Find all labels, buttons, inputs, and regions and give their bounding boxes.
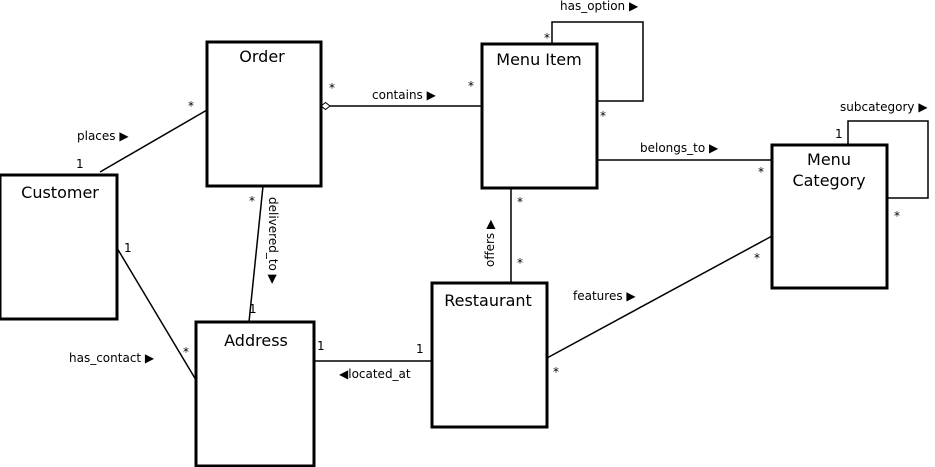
subcategory-mult-one: 1: [835, 127, 843, 141]
places-edge: [99, 109, 208, 173]
entity-customer[interactable]: Customer: [0, 173, 119, 321]
has-option-mult-top: *: [544, 31, 550, 45]
has-option-mult-right: *: [600, 109, 606, 123]
features-label: features ▶: [573, 289, 636, 303]
entity-restaurant-title: Restaurant: [444, 291, 532, 310]
located-at-mult-restaurant: 1: [416, 342, 424, 356]
contains-label: contains ▶: [372, 88, 437, 102]
located-at-label: ◀located_at: [339, 367, 411, 381]
subcategory-label: subcategory ▶: [840, 100, 928, 114]
offers-mult-menu-item: *: [517, 195, 523, 209]
features-mult-restaurant: *: [553, 365, 559, 379]
delivered-to-mult-address: 1: [249, 302, 257, 316]
has-contact-label: has_contact ▶: [69, 351, 155, 365]
entity-menu-category[interactable]: Menu Category: [770, 143, 889, 290]
subcategory-edge: [847, 120, 929, 199]
delivered-to-mult-order: *: [249, 194, 255, 208]
entity-order[interactable]: Order: [205, 40, 323, 188]
offers-label: offers ▶: [483, 219, 497, 267]
belongs-to-mult-category: *: [758, 165, 764, 179]
entity-restaurant[interactable]: Restaurant: [430, 281, 549, 429]
places-mult-order: *: [188, 99, 194, 113]
features-mult-category: *: [754, 251, 760, 265]
entity-order-title: Order: [239, 47, 285, 66]
features-edge: [546, 235, 773, 359]
contains-mult-menu-item: *: [468, 79, 474, 93]
entity-menu-category-title-line2: Category: [792, 171, 865, 190]
delivered-to-edge: [248, 185, 264, 323]
aggregation-diamond: [320, 101, 331, 111]
entity-menu-item-title: Menu Item: [496, 50, 581, 69]
entity-customer-title: Customer: [21, 183, 99, 202]
has-contact-mult-customer: 1: [124, 241, 132, 255]
delivered-to-label: delivered_to ▶: [266, 197, 280, 285]
entity-address[interactable]: Address: [194, 320, 316, 467]
offers-mult-restaurant: *: [517, 256, 523, 270]
places-mult-customer: 1: [76, 157, 84, 171]
has-contact-mult-address: *: [183, 345, 189, 359]
entity-address-title: Address: [224, 331, 288, 350]
subcategory-mult-many: *: [894, 209, 900, 223]
has-contact-edge: [116, 247, 197, 381]
located-at-mult-address: 1: [317, 339, 325, 353]
has-option-label: has_option ▶: [560, 0, 639, 13]
places-label: places ▶: [77, 129, 129, 143]
entity-menu-category-title-line1: Menu: [807, 150, 851, 169]
has-option-edge: [551, 21, 644, 102]
contains-mult-order: *: [329, 81, 335, 95]
belongs-to-label: belongs_to ▶: [640, 141, 719, 155]
entity-menu-item[interactable]: Menu Item: [480, 42, 599, 190]
